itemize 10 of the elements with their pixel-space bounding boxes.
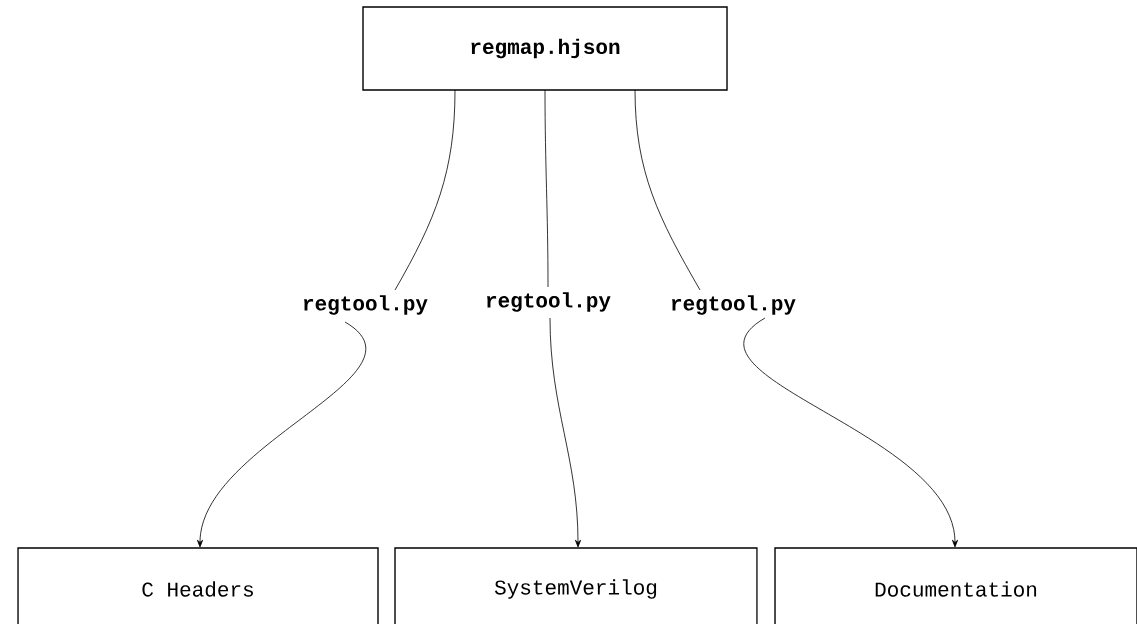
arrow xyxy=(634,89,958,548)
edge-label: regtool.py xyxy=(300,293,430,317)
arrow xyxy=(197,89,456,548)
file-box: regmap.hjson xyxy=(362,6,728,91)
arrow xyxy=(544,89,581,548)
edge-label: regtool.py xyxy=(483,290,613,314)
edge-label: regtool.py xyxy=(668,293,798,317)
output-box: SystemVerilog xyxy=(394,547,758,624)
output-box: C Headers xyxy=(17,547,379,624)
output-box: Documentation xyxy=(774,547,1137,624)
